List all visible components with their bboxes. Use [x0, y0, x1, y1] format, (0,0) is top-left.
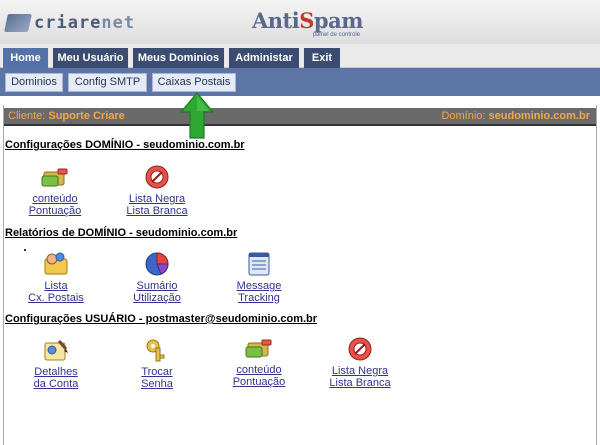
menu-exit[interactable]: Exit: [304, 48, 340, 68]
sub-menu: Dominios Config SMTP Caixas Postais: [0, 68, 600, 96]
link-label-line2: Pontuação: [28, 205, 82, 217]
submenu-config-smtp[interactable]: Config SMTP: [68, 73, 147, 92]
submenu-dominios[interactable]: Dominios: [5, 73, 63, 92]
link-label-line1: Lista: [44, 280, 68, 292]
separator-dot: [24, 249, 26, 251]
link-label-line1: Detalhes: [34, 366, 78, 378]
blacklist-icon: [145, 165, 169, 189]
link-label-line1: Sumário: [136, 280, 178, 292]
link-label-line2: Senha: [141, 378, 173, 390]
antispam-tagline: painel de controle: [312, 32, 360, 38]
mailbox-list-icon: [44, 252, 68, 275]
link-label-line2: Lista Branca: [126, 205, 188, 217]
client-info: Cliente: Suporte Criare: [8, 110, 125, 122]
change-password-icon: [146, 339, 165, 362]
antispam-logo: AntiSpam painel de controle: [252, 8, 364, 39]
menu-meu-usuario[interactable]: Meu Usuário: [53, 48, 128, 68]
green-up-arrow-icon: [180, 92, 214, 139]
content-panel: [3, 105, 597, 445]
menu-administar[interactable]: Administar: [229, 48, 299, 68]
criarenet-logo-text: criarenet: [34, 13, 136, 33]
section-title-config-usuario: Configurações USUÁRIO - postmaster@seudo…: [5, 313, 318, 325]
criarenet-logo[interactable]: criarenet: [4, 12, 136, 34]
menu-home[interactable]: Home: [3, 48, 48, 68]
domain-info: Domínio: seudominio.com.br: [441, 110, 590, 122]
main-menu: Home Meu Usuário Meus Dominios Administa…: [0, 44, 600, 68]
antispam-logo-title: AntiSpam: [252, 8, 363, 33]
content-score-icon: [41, 168, 68, 187]
link-label-line2: Pontuação: [232, 376, 286, 388]
link-label-line2: Tracking: [238, 292, 280, 304]
usage-summary-icon: [145, 252, 169, 276]
section-title-relatorios-dominio: Relatórios de DOMÍNIO - seudominio.com.b…: [5, 227, 238, 239]
link-label-line1: Lista Negra: [331, 365, 389, 377]
link-label-line2: Lista Branca: [329, 377, 391, 389]
link-label-line1: Message: [236, 280, 282, 292]
client-bar: Cliente: Suporte Criare Domínio: seudomi…: [4, 108, 596, 126]
link-label-line2: Utilização: [133, 292, 181, 304]
account-details-icon: [44, 340, 68, 361]
link-label-line1: Lista Negra: [128, 193, 186, 205]
submenu-caixas-postais[interactable]: Caixas Postais: [152, 73, 236, 92]
section-title-config-dominio: Configurações DOMÍNIO - seudominio.com.b…: [5, 139, 245, 151]
message-tracking-icon: [248, 252, 270, 276]
link-label-line2: da Conta: [33, 378, 79, 390]
content-score-icon: [245, 339, 272, 358]
header-bar: criarenet AntiSpam painel de controle: [0, 0, 600, 44]
link-label-line1: Trocar: [141, 366, 173, 378]
blacklist-icon: [348, 337, 372, 361]
link-label-line1: conteúdo: [32, 193, 78, 205]
criarenet-logo-mark: [4, 14, 32, 32]
menu-meus-dominios[interactable]: Meus Dominios: [133, 48, 224, 68]
link-label-line2: Cx. Postais: [28, 292, 84, 304]
link-label-line1: conteúdo: [236, 364, 282, 376]
